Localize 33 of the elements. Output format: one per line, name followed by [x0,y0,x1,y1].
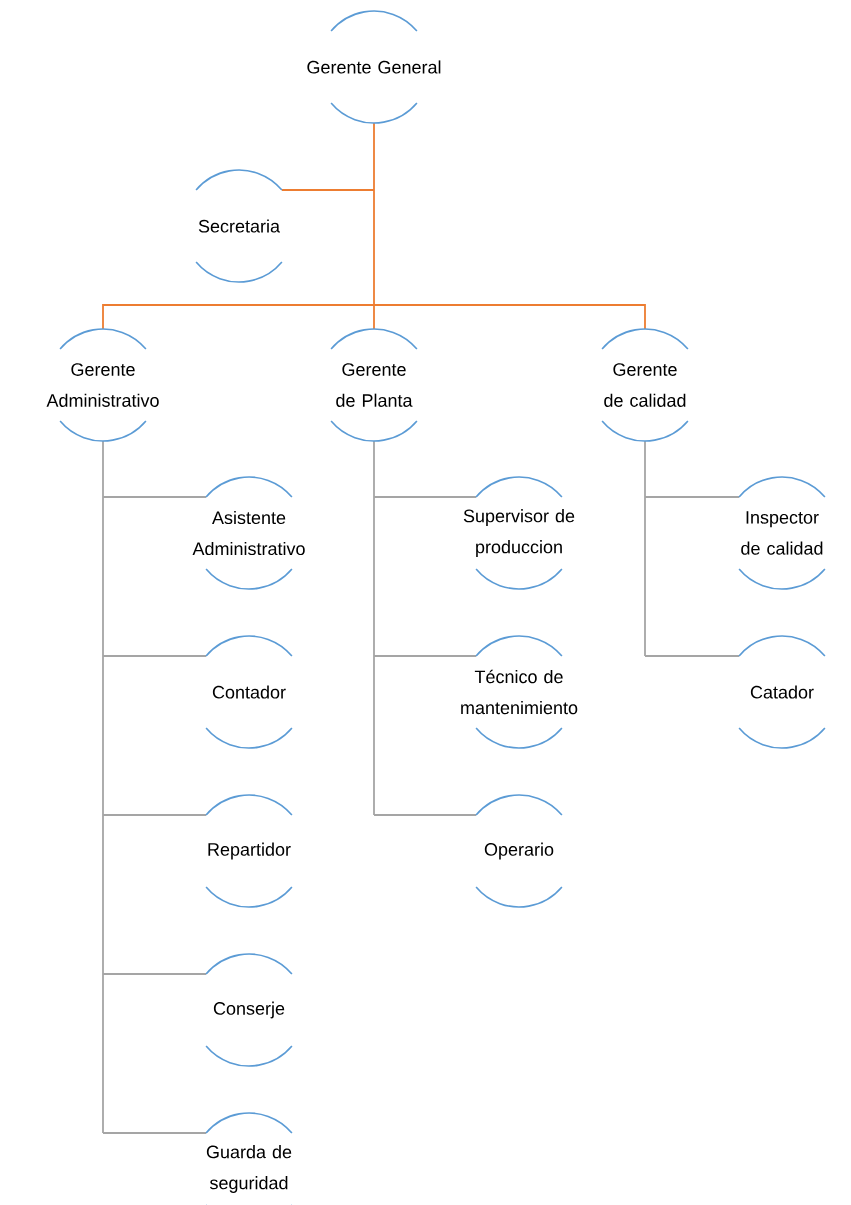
connector-line [102,1132,207,1134]
connector-trunk [102,440,104,1134]
circle-node: Contador [205,635,293,749]
circle-node: Gerente Administrativo [46,328,159,442]
circle-node: Inspector de calidad [738,476,826,590]
circle-node: Gerente de Planta [330,328,418,442]
connector-line [102,814,207,816]
connector-line [644,655,740,657]
circle-node: Técnico de mantenimiento [461,635,578,749]
connector-line [102,304,375,330]
connector-line [373,496,477,498]
connector-trunk [373,440,375,816]
connector-line [373,304,375,330]
circle-node: Conserje [205,953,293,1067]
circle-node: Gerente de calidad [601,328,689,442]
circle-node: Asistente Administrativo [192,476,305,590]
circle-node: Gerente General [307,10,441,124]
connector-line [102,496,207,498]
connector-line [102,973,207,975]
connector-line [644,496,740,498]
circle-node: Operario [475,794,563,908]
circle-node: Repartidor [205,794,293,908]
connector-line [373,304,646,330]
connector-line [373,814,477,816]
circle-node: Supervisor de produccion [463,476,575,590]
connector-line [281,189,375,191]
circle-node: Catador [738,635,826,749]
connector-trunk [373,122,375,306]
connector-trunk [644,440,646,657]
connector-line [102,655,207,657]
connector-line [373,655,477,657]
circle-node: Secretaria [195,169,283,283]
circle-node: Guarda de seguridad [205,1112,293,1205]
